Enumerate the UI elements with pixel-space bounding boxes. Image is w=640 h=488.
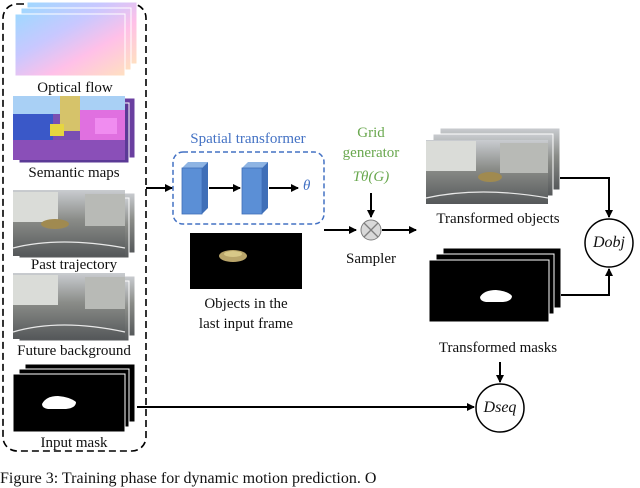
d-seq-circle (475, 383, 525, 433)
d-obj-circle (584, 218, 634, 268)
transformed-objects-stack (425, 127, 561, 204)
objects-last-frame-image (190, 233, 302, 289)
past-trajectory-stack (12, 190, 136, 259)
theta-symbol: θ (303, 178, 311, 194)
semantic-maps-stack (13, 96, 136, 164)
sampler-label: Sampler (346, 251, 396, 267)
transformer-block-2 (241, 162, 268, 215)
grid-generator-line2: generator (342, 145, 400, 161)
objects-last-frame-line1: Objects in the (204, 296, 288, 312)
figure-caption: Figure 3: Training phase for dynamic mot… (0, 470, 377, 487)
grid-formula: Tθ(G) (352, 169, 390, 185)
optical-flow-stack (14, 1, 138, 77)
grid-generator-line1: Grid (357, 125, 385, 141)
sampler-node (360, 219, 382, 241)
transformed-masks-stack (428, 247, 562, 323)
objects-last-frame-line2: last input frame (198, 316, 294, 332)
d-obj-label: Dobj (593, 234, 625, 251)
transformer-block-1 (181, 162, 208, 215)
spatial-transformer-title: Spatial transformer (190, 131, 306, 147)
optical-flow-label: Optical flow (37, 80, 113, 96)
d-seq-label: Dseq (483, 399, 517, 416)
future-background-stack (12, 273, 136, 342)
transformed-objects-label: Transformed objects (436, 211, 560, 227)
input-mask-label: Input mask (40, 435, 108, 451)
semantic-maps-label: Semantic maps (28, 165, 120, 181)
transformed-masks-label: Transformed masks (438, 340, 558, 356)
spatial-transformer-frame (172, 151, 325, 225)
future-background-label: Future background (17, 343, 131, 359)
past-trajectory-label: Past trajectory (30, 257, 118, 273)
arrow-objects-to-dobj (560, 177, 613, 218)
input-mask-stack (12, 363, 136, 433)
arrow-masks-to-dobj (561, 268, 613, 296)
